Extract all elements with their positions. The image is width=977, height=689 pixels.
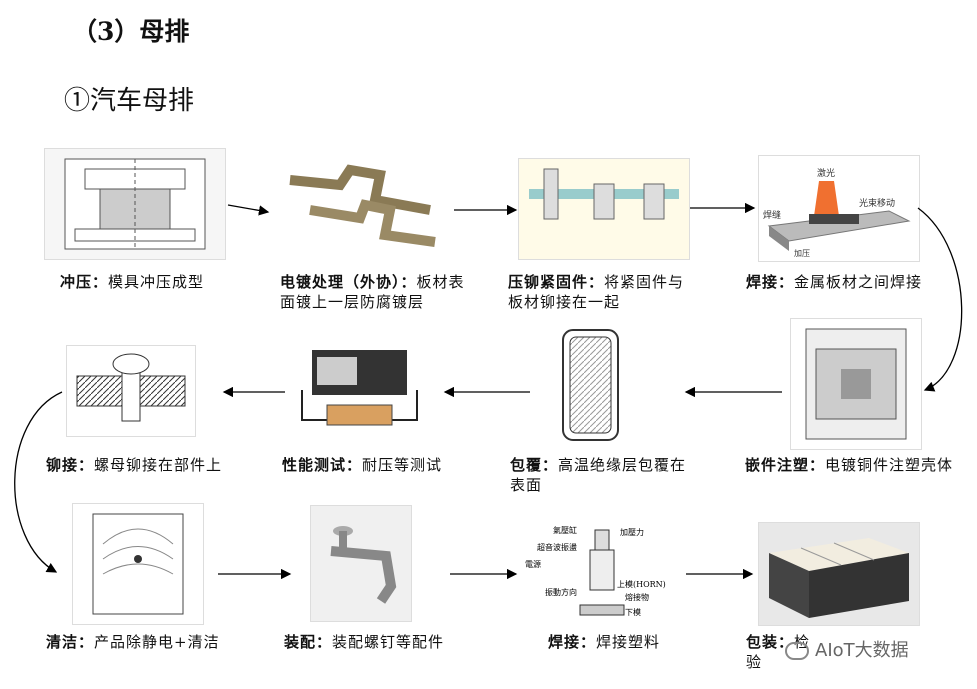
- step-caption: 焊接：焊接塑料: [548, 633, 661, 651]
- stamping-mold-image: [44, 148, 226, 260]
- laser-label: 激光: [817, 167, 835, 179]
- step-caption: 压铆紧固件：将紧固件与板材铆接在一起: [508, 273, 685, 311]
- watermark: AIoT大数据: [785, 636, 909, 662]
- press-label: 加压: [794, 248, 810, 258]
- tester-image: [292, 345, 427, 435]
- step-caption: 冲压：模具冲压成型: [60, 273, 205, 291]
- step-caption: 铆接：螺母铆接在部件上: [46, 456, 223, 474]
- step-caption: 清洁：产品除静电+清洁: [46, 633, 220, 651]
- step-caption: 电镀处理（外协）：板材表面镀上一层防腐镀层: [280, 273, 465, 311]
- horn-label: 上模(HORN): [617, 579, 666, 589]
- coating-section-image: [548, 325, 658, 445]
- step-caption: 焊接：金属板材之间焊接: [746, 273, 923, 291]
- assembly-image: [310, 505, 412, 622]
- arrow: [227, 204, 270, 216]
- step-caption: 嵌件注塑：电镀铜件注塑壳体: [745, 456, 954, 474]
- beam-move-label: 光束移动: [859, 197, 895, 209]
- rivet-nut-image: [66, 345, 196, 437]
- step-caption: 包覆：高温绝缘层包覆在表面: [510, 456, 687, 494]
- package-box-image: [758, 522, 920, 626]
- section-title: （3）母排: [72, 17, 190, 46]
- cleaning-image: [72, 503, 204, 625]
- cyl-label: 氣壓缸: [553, 525, 577, 535]
- lower-label: 下模: [625, 607, 641, 617]
- insert-mold-image: [790, 318, 922, 450]
- melt-label: 熔接物: [625, 592, 649, 602]
- plated-busbar-image: [270, 150, 450, 260]
- dir-label: 振動方向: [545, 587, 577, 597]
- weld-label: 焊缝: [763, 209, 781, 221]
- rivet-fastener-image: [518, 158, 690, 260]
- arrow: [14, 391, 63, 573]
- power-label: 電源: [525, 560, 541, 569]
- arrow: [917, 207, 963, 392]
- laser-weld-image: 激光 焊缝 光束移动 加压: [758, 155, 920, 262]
- ultra-label: 超音波振盪: [537, 542, 577, 552]
- force-label: 加壓力: [620, 527, 644, 537]
- subtitle: ①汽车母排: [64, 86, 195, 116]
- step-caption: 装配：装配螺钉等配件: [284, 633, 445, 651]
- step-caption: 包装：检验: [746, 633, 811, 671]
- wechat-icon: [785, 642, 809, 660]
- ultrasonic-weld-image: 氣壓缸 加壓力 超音波振盪 電源 上模(HORN) 熔接物 下模 振動方向: [525, 525, 675, 625]
- step-caption: 性能测试：耐压等测试: [282, 456, 443, 474]
